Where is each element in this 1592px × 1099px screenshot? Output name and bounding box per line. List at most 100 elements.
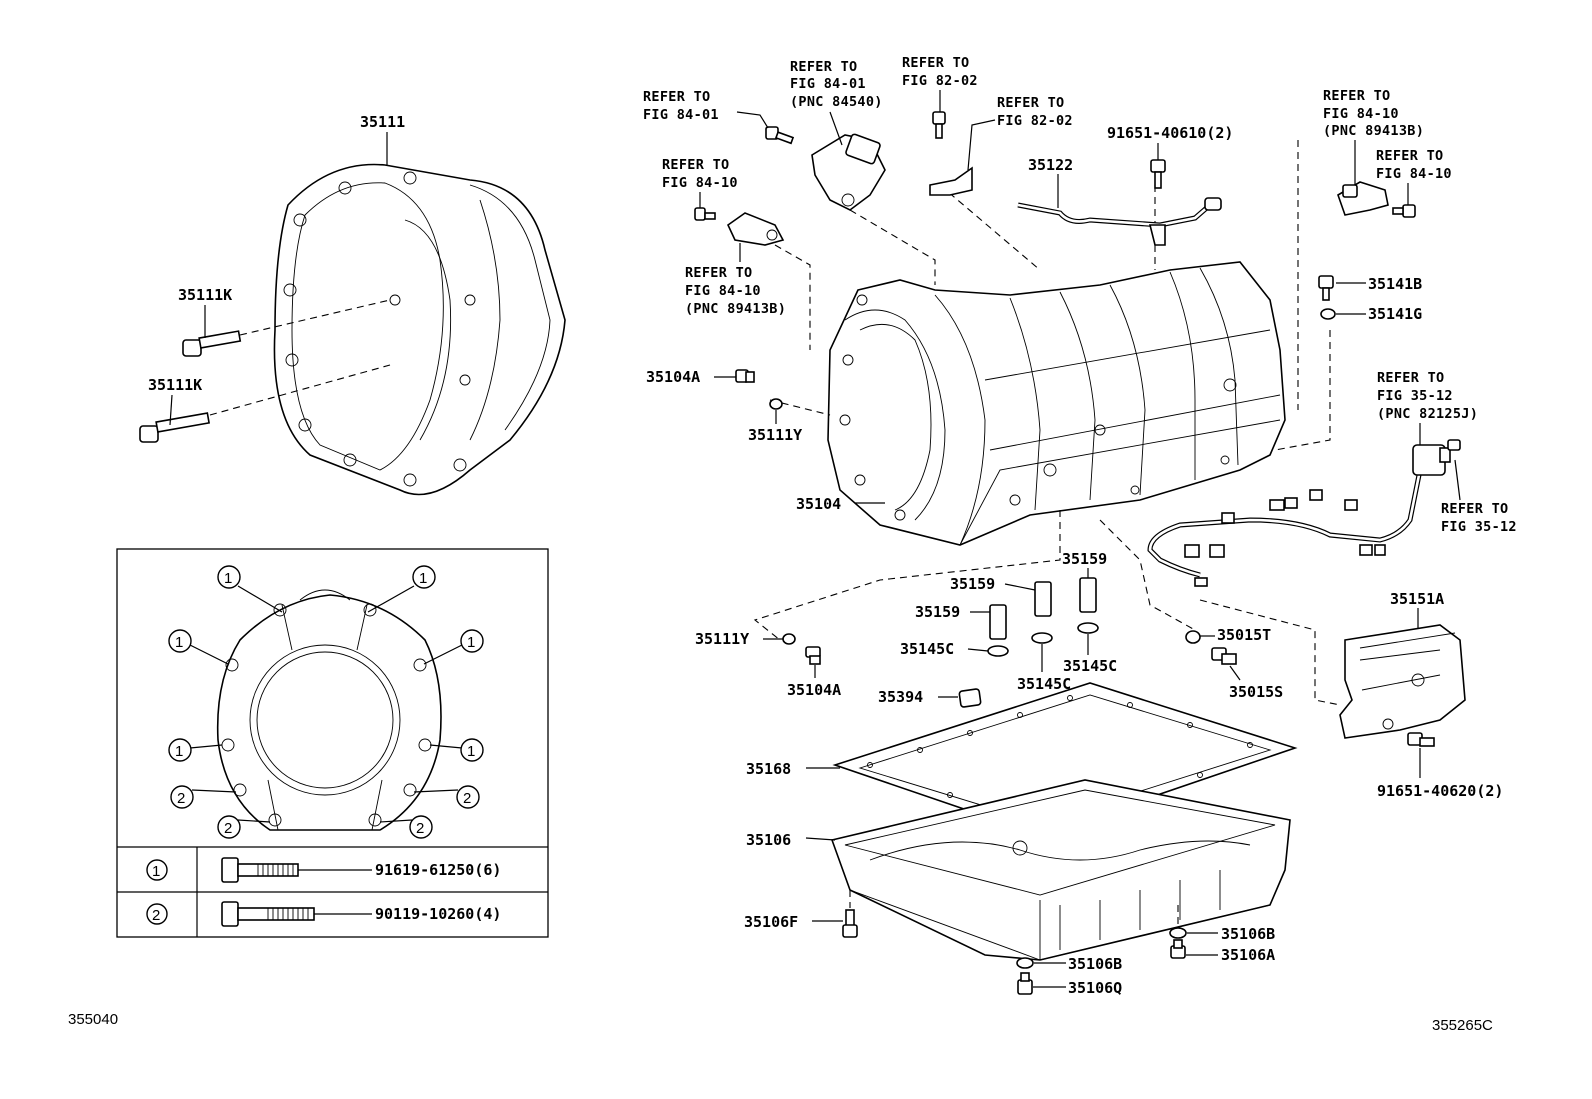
svg-text:(PNC 82125J): (PNC 82125J) [1377, 406, 1478, 422]
label-washer-b-left: 35106B [1068, 955, 1122, 973]
ref-note-7: REFER TO FIG 84-10 (PNC 89413B) [1323, 88, 1424, 185]
label-case: 35104 [796, 495, 841, 513]
plug-q-drawing [1017, 972, 1033, 995]
svg-text:REFER TO: REFER TO [902, 55, 969, 71]
svg-text:(PNC 89413B): (PNC 89413B) [685, 301, 786, 317]
marker-1c: 1 [175, 634, 183, 651]
label-bolt-40610: 91651-40610(2) [1107, 124, 1233, 142]
washer-b-left-drawing [1016, 957, 1034, 969]
svg-text:(PNC 84540): (PNC 84540) [790, 94, 883, 110]
label-pipe: 35122 [1028, 156, 1073, 174]
gasket-c1-drawing [987, 645, 1009, 657]
wire-harness-drawing [1147, 439, 1461, 587]
marker-1f: 1 [467, 743, 475, 760]
row1-marker: 1 [152, 863, 160, 880]
marker-2b: 2 [463, 790, 471, 807]
label-pan-gasket: 35168 [746, 760, 791, 778]
transmission-case-drawing [827, 261, 1286, 546]
marker-1b: 1 [419, 570, 427, 587]
washer-b-right-drawing [1169, 927, 1187, 939]
label-gasket-c2: 35145C [1017, 675, 1071, 693]
svg-text:REFER TO: REFER TO [662, 157, 729, 173]
bolt-ref1-drawing [765, 126, 795, 145]
label-washer-b-right: 35106B [1221, 925, 1275, 943]
bolt-inset: 1 1 1 1 1 1 2 2 2 2 1 2 [116, 548, 549, 938]
label-cover: 35151A [1390, 590, 1444, 608]
plug-s-drawing [1211, 647, 1237, 665]
gasket-c3-drawing [1077, 622, 1099, 634]
pipe-35122-drawing [1017, 197, 1222, 246]
ref-note-1: REFER TO FIG 84-01 [643, 89, 769, 129]
label-drain-f: 35106F [744, 913, 798, 931]
washer-35141g-drawing [1320, 308, 1336, 320]
svg-text:FIG 35-12: FIG 35-12 [1441, 519, 1517, 535]
bracket-ref4-drawing [929, 166, 973, 196]
illustration-code-right: 355265C [1432, 1017, 1493, 1034]
label-plug-q: 35106Q [1068, 979, 1122, 997]
svg-text:FIG 84-01: FIG 84-01 [790, 76, 866, 92]
svg-text:REFER TO: REFER TO [790, 59, 857, 75]
drain-35106f-drawing [842, 909, 858, 938]
ref-note-9: REFER TO FIG 35-12 (PNC 82125J) [1377, 370, 1478, 445]
plug-a-right-drawing [1170, 939, 1186, 959]
sensor-right-upper-drawing [1337, 181, 1416, 218]
bolt-35111k-lower-drawing [139, 412, 211, 443]
sleeves-35159-drawing [989, 577, 1097, 640]
row2-marker: 2 [152, 907, 160, 924]
marker-2c: 2 [224, 820, 232, 837]
row2-part-number: 90119-10260(4) [375, 905, 501, 923]
illustration-code-left: 355040 [68, 1011, 118, 1028]
label-bolt-35111k-upper: 35111K [178, 286, 232, 304]
ref-note-5: REFER TO FIG 84-10 [662, 157, 738, 208]
oring-t-drawing [1185, 630, 1201, 644]
label-bolt-40620: 91651-40620(2) [1377, 782, 1503, 800]
ref-note-6: REFER TO FIG 84-10 (PNC 89413B) [685, 243, 786, 317]
row1-part-number: 91619-61250(6) [375, 861, 501, 879]
label-gasket-c3: 35145C [1063, 657, 1117, 675]
ref-note-8: REFER TO FIG 84-10 [1376, 148, 1452, 205]
label-bolt-35141b: 35141B [1368, 275, 1422, 293]
ref-note-3: REFER TO FIG 82-02 [902, 55, 978, 112]
svg-text:REFER TO: REFER TO [1441, 501, 1508, 517]
label-sleeve-1: 35159 [950, 575, 995, 593]
label-plug-s: 35015S [1229, 683, 1283, 701]
label-bolt-35111k-lower: 35111K [148, 376, 202, 394]
bolt-35141b-drawing [1318, 275, 1334, 301]
label-oil-pan: 35106 [746, 831, 791, 849]
label-sleeve-2: 35159 [915, 603, 960, 621]
label-plug-a-right: 35106A [1221, 946, 1275, 964]
marker-1a: 1 [224, 570, 232, 587]
bolt-ref3-drawing [932, 111, 946, 139]
marker-2d: 2 [416, 820, 424, 837]
gasket-c2-drawing [1031, 632, 1053, 644]
label-gasket-c1: 35145C [900, 640, 954, 658]
oring-y-lower-drawing [782, 633, 796, 645]
bell-housing-drawing [273, 163, 566, 496]
label-washer-35141g: 35141G [1368, 305, 1422, 323]
oil-pan-drawing [830, 779, 1291, 961]
svg-text:REFER TO: REFER TO [1323, 88, 1390, 104]
magnet-drawing [958, 688, 982, 708]
svg-text:FIG 84-10: FIG 84-10 [662, 175, 738, 191]
svg-text:REFER TO: REFER TO [997, 95, 1064, 111]
ref-note-4: REFER TO FIG 82-02 [967, 95, 1073, 171]
label-oring-y-upper: 35111Y [748, 426, 802, 444]
label-plug-a-upper: 35104A [646, 368, 700, 386]
svg-text:(PNC 89413B): (PNC 89413B) [1323, 123, 1424, 139]
svg-text:REFER TO: REFER TO [643, 89, 710, 105]
marker-2a: 2 [177, 790, 185, 807]
svg-text:FIG 84-10: FIG 84-10 [1376, 166, 1452, 182]
svg-text:REFER TO: REFER TO [1376, 148, 1443, 164]
oring-y-upper-drawing [769, 398, 783, 410]
bolt-40620-drawing [1407, 732, 1435, 747]
ref-note-2: REFER TO FIG 84-01 (PNC 84540) [790, 59, 883, 146]
svg-text:REFER TO: REFER TO [1377, 370, 1444, 386]
marker-1e: 1 [175, 743, 183, 760]
svg-text:FIG 84-10: FIG 84-10 [1323, 106, 1399, 122]
svg-text:FIG 84-01: FIG 84-01 [643, 107, 719, 123]
label-sleeve-3: 35159 [1062, 550, 1107, 568]
label-bell-housing: 35111 [360, 113, 405, 131]
bolt-40610-drawing [1150, 159, 1166, 189]
speed-sensor-mid-drawing [694, 207, 785, 246]
